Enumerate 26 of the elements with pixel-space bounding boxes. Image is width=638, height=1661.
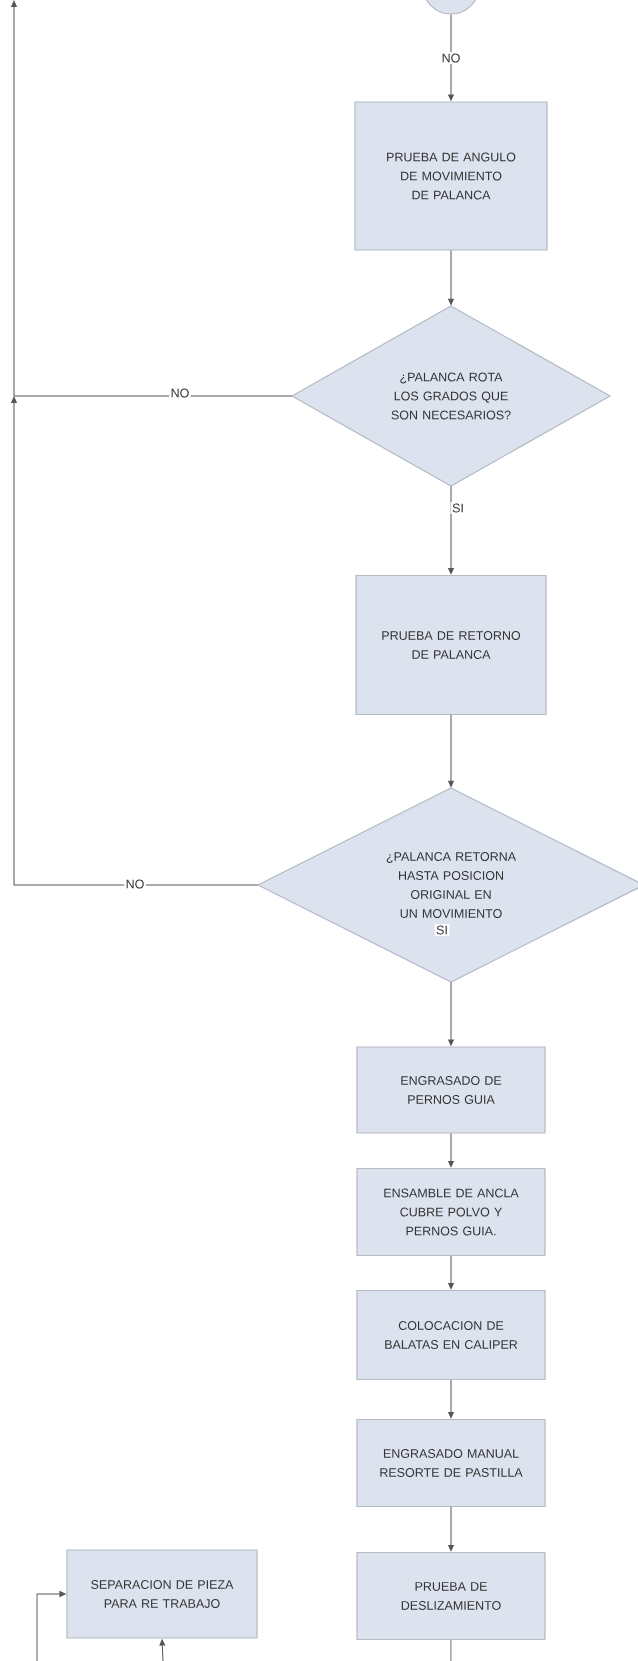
process-box: PRUEBA DE DESLIZAMIENTO <box>356 1551 546 1641</box>
arrow <box>11 0 293 397</box>
arrow <box>159 1639 166 1661</box>
edge-label: NO <box>169 387 191 399</box>
process-box: ENGRASADO DE PERNOS GUIA <box>356 1046 546 1134</box>
arrow <box>448 485 454 575</box>
process-box: ENGRASADO MANUAL RESORTE DE PASTILLA <box>356 1418 546 1508</box>
arrow <box>11 396 259 886</box>
edge-label: NO <box>124 878 146 890</box>
arrow <box>448 1255 454 1290</box>
edge-label: SI <box>450 502 466 514</box>
arrow <box>36 1591 66 1661</box>
process-box: PRUEBA DE ANGULO DE MOVIMIENTO DE PALANCA <box>354 101 548 251</box>
arrow <box>448 1506 454 1552</box>
arrow <box>448 981 454 1046</box>
process-box: ENSAMBLE DE ANCLA CUBRE POLVO Y PERNOS GUIA. <box>356 1167 546 1257</box>
edge-label: NO <box>440 52 462 64</box>
process-box: PRUEBA DE RETORNO DE PALANCA <box>355 574 547 716</box>
process-box: COLOCACION DE BALATAS EN CALIPER <box>356 1289 546 1381</box>
arrow <box>448 1133 454 1168</box>
arrow <box>448 250 454 306</box>
edge-label: SI <box>434 924 450 936</box>
arrow <box>448 14 454 101</box>
process-box: SEPARACION DE PIEZA PARA RE TRABAJO <box>66 1549 258 1639</box>
arrow <box>448 714 454 788</box>
arrow <box>448 1379 454 1419</box>
